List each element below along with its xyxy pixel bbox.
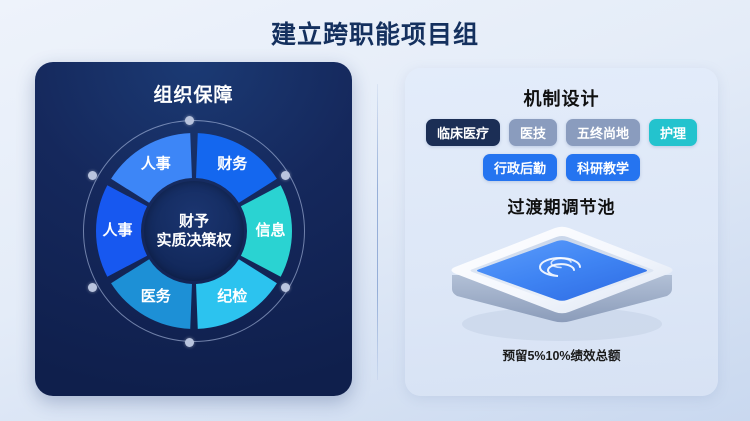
hub-line-2: 实质决策权 — [156, 232, 232, 249]
donut-segment-2[interactable] — [240, 185, 292, 277]
mechanism-design-title: 机制设计 — [523, 89, 600, 109]
donut-segment-3[interactable] — [196, 259, 277, 329]
ring-dot-5 — [88, 170, 98, 180]
transition-pool-illustration — [443, 220, 681, 345]
page-title: 建立跨职能项目组 — [270, 21, 479, 49]
mechanism-chip-3[interactable]: 护理 — [649, 119, 698, 146]
mechanism-chip-5[interactable]: 科研教学 — [566, 154, 641, 181]
mechanism-chip-0[interactable]: 临床医疗 — [425, 119, 500, 146]
donut-segment-label-2: 信息 — [255, 221, 285, 239]
ring-dot-1 — [280, 170, 290, 180]
left-panel-title: 组织保障 — [153, 85, 234, 106]
mechanism-chip-1[interactable]: 医技 — [508, 119, 557, 146]
donut-hub: 财予 实质决策权 — [144, 181, 244, 281]
donut-segment-1[interactable] — [196, 133, 277, 203]
donut-segment-label-3: 纪检 — [217, 287, 247, 305]
donut-segment-0[interactable] — [111, 133, 192, 203]
ring-dot-2 — [280, 282, 290, 292]
donut-segment-5[interactable] — [96, 185, 148, 277]
donut-segment-label-4: 医务 — [141, 287, 172, 305]
hub-line-1: 财予 — [178, 213, 209, 230]
pool-icon — [451, 226, 673, 341]
ring-dot-4 — [88, 282, 98, 292]
ring-dot-3 — [184, 337, 194, 347]
donut-segment-label-1: 财务 — [217, 155, 248, 173]
mechanism-chip-list: 临床医疗医技五终尚地护理行政后勤科研教学 — [421, 119, 702, 181]
donut-chart: 人事 财务信息纪检 医务 人事 财予 实质决策权 — [83, 115, 305, 347]
donut-outer-ring — [83, 120, 305, 342]
panel-divider — [377, 84, 378, 380]
mechanism-design-panel: 机制设计 临床医疗医技五终尚地护理行政后勤科研教学 过渡期调节池 — [405, 68, 718, 396]
mechanism-chip-4[interactable]: 行政后勤 — [482, 154, 557, 181]
transition-pool-title: 过渡期调节池 — [507, 198, 616, 217]
ring-dot-0 — [184, 115, 194, 125]
donut-segment-label-0: 人事 — [141, 155, 171, 173]
donut-segment-4[interactable] — [111, 259, 192, 329]
donut-segment-label-5: 人事 — [102, 221, 132, 239]
transition-pool-caption: 预留5%10%绩效总额 — [502, 349, 621, 363]
organization-guarantee-panel: 组织保障 人事 财务信息纪检 医务 人事 财予 实质决策权 — [35, 62, 352, 396]
mechanism-chip-2[interactable]: 五终尚地 — [566, 119, 641, 146]
